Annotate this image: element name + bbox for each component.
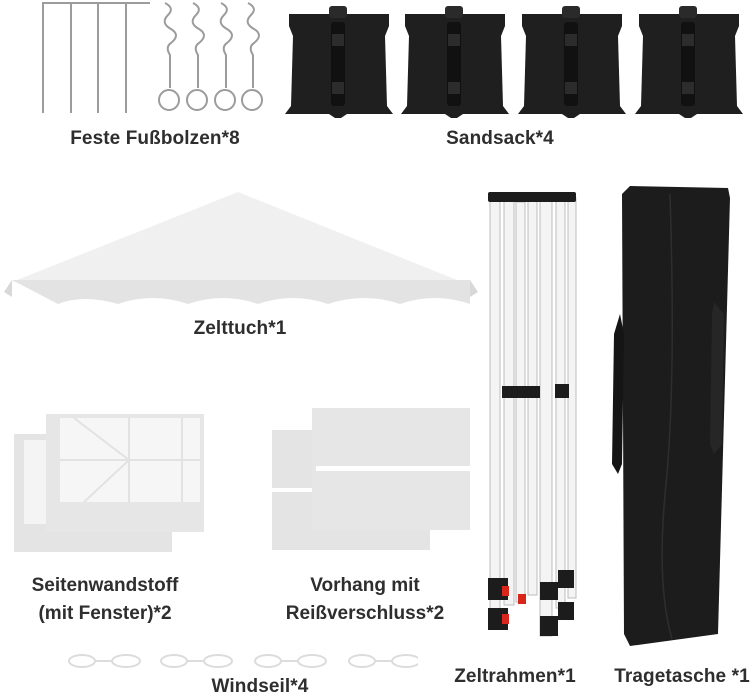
bag-image [610,184,732,646]
ropes-image [68,650,418,672]
sandbags-image [285,6,753,118]
curtains-image [270,406,472,554]
curtains-label-line1: Vorhang mit [310,575,420,596]
sidewalls-image [14,412,204,557]
frame-image [484,190,580,638]
canopy-image [2,192,480,307]
canopy-label: Zelttuch*1 [193,318,287,339]
sandbags-label: Sandsack*4 [446,128,554,149]
curtains-label: Vorhang mit Reißverschluss*2 [260,572,470,628]
pegs-label: Feste Fußbolzen*8 [70,128,240,149]
pegs-image [40,0,270,115]
bag-label: Tragetasche *1 [614,666,750,687]
frame-label: Zeltrahmen*1 [454,666,576,687]
ropes-label: Windseil*4 [211,676,309,697]
curtains-label-line2: Reißverschluss*2 [285,603,445,624]
sidewalls-label-line1: Seitenwandstoff [31,575,179,596]
sidewalls-label-line2: (mit Fenster)*2 [38,603,172,624]
sidewalls-label: Seitenwandstoff (mit Fenster)*2 [0,572,210,628]
